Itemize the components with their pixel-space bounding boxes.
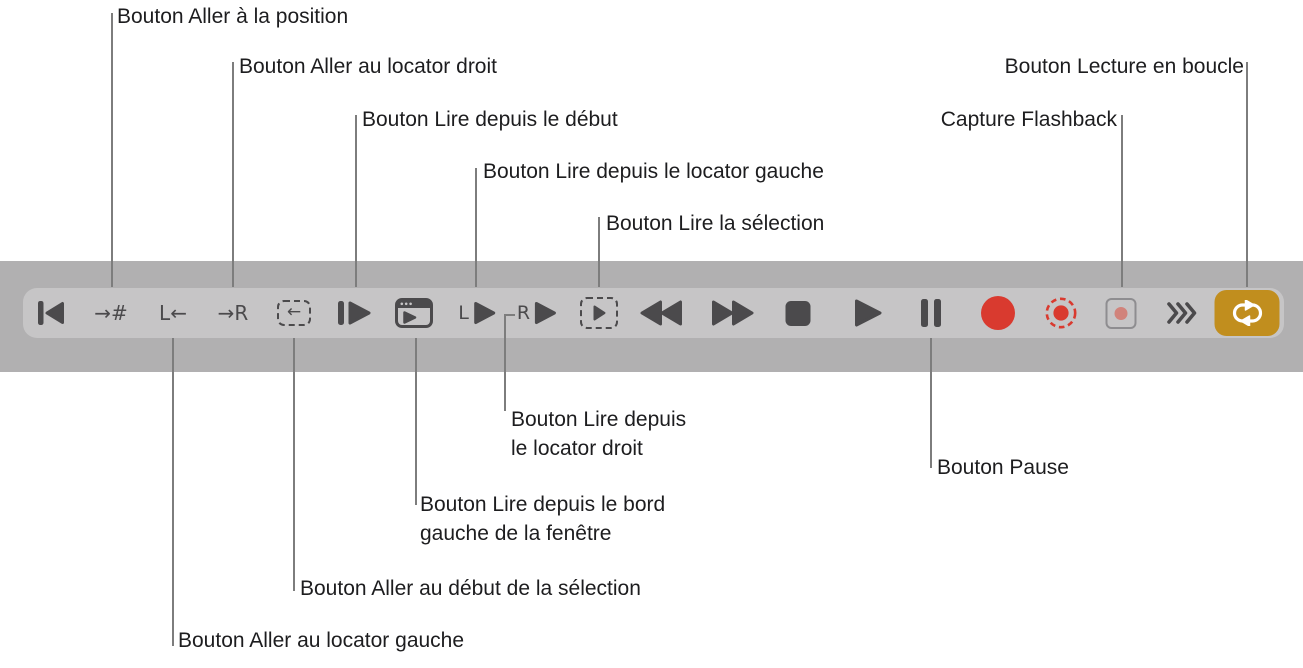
selection-start-box-icon: ← [277, 300, 311, 326]
play-triangle-icon [473, 302, 495, 324]
callout-line-pause [930, 338, 932, 468]
R-letter-icon: R [516, 301, 531, 324]
callout-line-play-from-beginning [355, 115, 357, 287]
callout-label-play-selection: Bouton Lire la sélection [606, 212, 825, 235]
loop-icon [1232, 300, 1262, 326]
callout-line-play-from-window-edge [415, 338, 417, 505]
go-to-position-icon: →# [94, 301, 128, 325]
callout-line-play-from-left-locator [475, 168, 477, 287]
play-from-right-locator-button[interactable]: R [517, 288, 557, 338]
play-from-window-left-edge-button[interactable] [395, 288, 433, 338]
callout-line-play-selection [598, 217, 600, 287]
go-to-left-locator-button[interactable]: L← [159, 288, 187, 338]
dashed-record-icon [1045, 297, 1077, 329]
rewind-icon [640, 300, 682, 326]
flashback-box-icon [1105, 297, 1137, 329]
skip-back-icon [38, 301, 64, 325]
play-selection-button[interactable] [580, 288, 618, 338]
callout-line-goto-position [111, 13, 113, 287]
callout-line-play-from-right-locator [504, 315, 506, 411]
callout-elbow-play-from-right-locator [504, 314, 515, 316]
go-to-right-locator-button[interactable]: →R [218, 288, 249, 338]
callout-label-goto-left-locator: Bouton Aller au locator gauche [178, 629, 465, 652]
more-button[interactable] [1167, 288, 1198, 338]
go-to-left-locator-icon: L← [159, 301, 187, 325]
play-from-left-locator-button[interactable]: L [458, 288, 496, 338]
callout-line-capture-flashback [1121, 115, 1123, 287]
cycle-button[interactable] [1214, 290, 1280, 336]
play-icon [855, 299, 882, 327]
play-from-beginning-button[interactable] [338, 288, 373, 338]
go-to-position-button[interactable]: →# [94, 288, 128, 338]
callout-label-play-from-left-locator: Bouton Lire depuis le locator gauche [483, 160, 824, 183]
record-icon [981, 296, 1015, 330]
callout-label-play-from-right-locator: Bouton Lire depuis le locator droit [511, 408, 687, 460]
go-to-selection-start-button[interactable]: ← [277, 288, 311, 338]
play-triangle-icon [535, 302, 557, 324]
pause-button[interactable] [921, 288, 941, 338]
callout-label-play-from-beginning: Bouton Lire depuis le début [362, 108, 618, 131]
stop-icon [785, 300, 811, 326]
callout-label-goto-selection-start: Bouton Aller au début de la sélection [300, 577, 641, 600]
forward-button[interactable] [711, 288, 755, 338]
record-button[interactable] [981, 288, 1015, 338]
capture-flashback-button[interactable] [1105, 288, 1137, 338]
callout-line-goto-left-locator [172, 338, 174, 646]
callout-label-pause: Bouton Pause [937, 456, 1069, 479]
callout-line-goto-selection-start [293, 338, 295, 591]
fast-forward-icon [712, 300, 754, 326]
play-selection-box-icon [580, 297, 618, 329]
play-triangle-icon [593, 305, 605, 321]
left-arrow-icon: ← [286, 302, 302, 322]
callout-label-capture-flashback: Capture Flashback [940, 108, 1117, 131]
callout-label-play-from-window-edge: Bouton Lire depuis le bord gauche de la … [420, 493, 666, 545]
rewind-button[interactable] [639, 288, 683, 338]
triple-chevron-icon [1167, 302, 1197, 324]
play-button[interactable] [853, 288, 883, 338]
L-letter-icon: L [458, 301, 469, 324]
stop-button[interactable] [785, 288, 811, 338]
go-to-right-locator-icon: →R [217, 301, 249, 325]
pause-icon [921, 299, 941, 327]
flashback-dot-icon [1114, 306, 1128, 320]
window-play-icon [395, 298, 433, 328]
callout-label-goto-position: Bouton Aller à la position [117, 5, 349, 28]
bar-play-icon [338, 301, 371, 325]
record-capture-button[interactable] [1044, 288, 1078, 338]
callout-label-cycle: Bouton Lecture en boucle [1004, 55, 1244, 78]
callout-line-cycle [1246, 62, 1248, 287]
go-to-beginning-button[interactable] [38, 288, 65, 338]
callout-line-goto-right-locator [232, 62, 234, 287]
callout-label-goto-right-locator: Bouton Aller au locator droit [239, 55, 497, 78]
